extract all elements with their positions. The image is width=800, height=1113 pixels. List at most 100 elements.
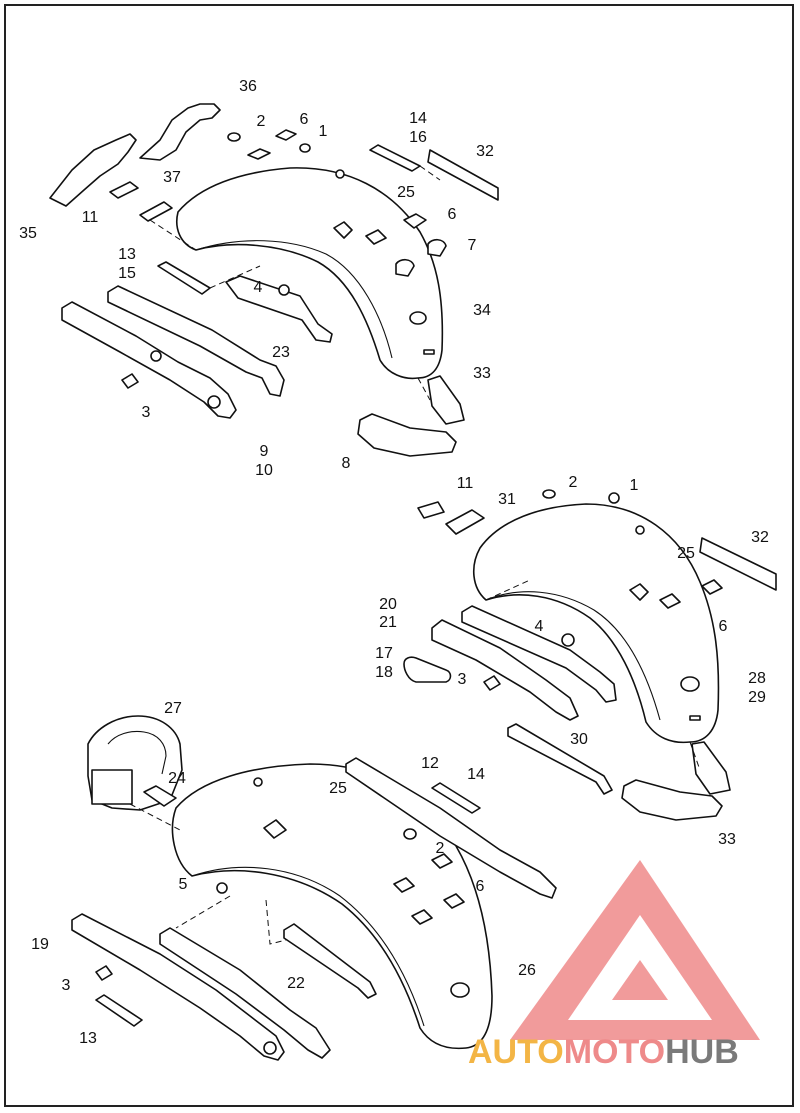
part-1-plug-b bbox=[608, 492, 620, 504]
part-14-strip-b bbox=[431, 782, 481, 814]
part-4-bracket bbox=[225, 275, 333, 343]
callout-6a: 6 bbox=[300, 111, 309, 128]
part-28-slot bbox=[689, 715, 701, 721]
top-dash-1 bbox=[149, 219, 197, 251]
part-7-pad bbox=[427, 238, 447, 257]
part-36-bracket bbox=[139, 103, 221, 161]
part-28-fender-edge bbox=[485, 591, 661, 721]
part-34-slot bbox=[423, 349, 435, 355]
part-30-strut bbox=[507, 723, 613, 795]
callout-22a: 22 bbox=[287, 975, 305, 992]
callout-25c: 25 bbox=[329, 780, 347, 797]
part-26-fender-edge bbox=[191, 866, 425, 1027]
part-28-fender bbox=[473, 503, 720, 744]
callout-25a: 25 bbox=[397, 184, 415, 201]
part-6-pad-f bbox=[659, 593, 681, 609]
part-19-strut bbox=[71, 913, 285, 1061]
callout-4a: 4 bbox=[254, 279, 263, 296]
callout-7a: 7 bbox=[468, 237, 477, 254]
bot-dash-3 bbox=[265, 899, 287, 945]
callout-2c: 2 bbox=[436, 840, 445, 857]
part-6-pad-h bbox=[393, 877, 415, 893]
part-34-fender-edge bbox=[195, 240, 393, 359]
part-4-spacer bbox=[278, 284, 290, 296]
callout-4b: 4 bbox=[535, 618, 544, 635]
part-9-strut bbox=[61, 301, 237, 419]
part-2-plug-b bbox=[542, 489, 556, 499]
part-31-pad bbox=[445, 509, 485, 535]
callout-1a: 1 bbox=[319, 123, 328, 140]
callout-6d: 6 bbox=[476, 878, 485, 895]
part-3-screw bbox=[121, 373, 139, 389]
callout-18a: 18 bbox=[375, 664, 393, 681]
part-34-fender bbox=[176, 167, 444, 380]
callout-34a: 34 bbox=[473, 302, 491, 319]
callout-3b: 3 bbox=[458, 671, 467, 688]
part-19-hole bbox=[263, 1041, 277, 1055]
part-25-nut bbox=[335, 169, 345, 179]
part-6-pad-i bbox=[443, 893, 465, 909]
callout-1b: 1 bbox=[630, 477, 639, 494]
callout-14a: 14 bbox=[409, 110, 427, 127]
part-6-pad-b bbox=[247, 148, 271, 160]
callout-17a: 17 bbox=[375, 645, 393, 662]
part-11-pad-b bbox=[417, 501, 445, 519]
callout-10a: 10 bbox=[255, 462, 273, 479]
part-20-strut bbox=[461, 605, 617, 703]
top-dash-3 bbox=[419, 165, 441, 181]
part-4-spacer-b bbox=[561, 633, 575, 647]
watermark-logo: AUTOMOTOHUB bbox=[468, 860, 760, 1071]
part-5-bolt bbox=[216, 882, 228, 894]
part-24-bracket bbox=[143, 785, 177, 807]
part-19-strut-b bbox=[159, 927, 331, 1059]
top-assembly bbox=[49, 103, 499, 457]
part-3-screw-b bbox=[483, 675, 501, 691]
part-25-nut-f bbox=[263, 819, 287, 839]
part-33-tip bbox=[427, 375, 465, 425]
part-6-pad-e bbox=[701, 579, 723, 595]
part-6-pad-j bbox=[411, 909, 433, 925]
part-25-nut-c bbox=[635, 525, 645, 535]
part-35-bracket bbox=[49, 133, 137, 207]
callout-2a: 2 bbox=[257, 113, 266, 130]
diagram-frame bbox=[4, 4, 794, 1107]
callout-13b: 13 bbox=[79, 1030, 97, 1047]
callout-27a: 27 bbox=[164, 700, 182, 717]
callout-31a: 31 bbox=[498, 491, 516, 508]
part-33-tip-c bbox=[621, 779, 723, 821]
callout-33b: 33 bbox=[718, 831, 736, 848]
callout-28a: 28 bbox=[748, 670, 766, 687]
part-9-hole bbox=[207, 395, 221, 409]
part-27-plate bbox=[91, 769, 133, 805]
callout-8a: 8 bbox=[342, 455, 351, 472]
part-28-hole bbox=[680, 676, 700, 692]
part-32-strip bbox=[427, 149, 499, 201]
bot-dash-2 bbox=[175, 895, 231, 929]
part-6-pad bbox=[275, 129, 297, 141]
callout-32b: 32 bbox=[751, 529, 769, 546]
part-3-screw-c bbox=[95, 965, 113, 981]
callout-5a: 5 bbox=[179, 876, 188, 893]
callout-9a: 9 bbox=[260, 443, 269, 460]
part-25-nut-e bbox=[253, 777, 263, 787]
part-13-strip-b bbox=[95, 994, 143, 1027]
part-34-hole bbox=[409, 311, 427, 325]
svg-text:AUTOMOTOHUB: AUTOMOTOHUB bbox=[468, 1033, 739, 1071]
top-dash-4 bbox=[417, 377, 431, 401]
part-8-tip bbox=[357, 413, 457, 457]
part-6-pad-d bbox=[365, 229, 387, 245]
callout-3c: 3 bbox=[62, 977, 71, 994]
middle-assembly bbox=[403, 489, 777, 821]
part-12-strut bbox=[345, 757, 557, 899]
part-2-plug bbox=[227, 132, 241, 142]
callout-11b: 11 bbox=[457, 475, 474, 492]
callout-33a: 33 bbox=[473, 365, 491, 382]
callout-32a: 32 bbox=[476, 143, 494, 160]
callout-36a: 36 bbox=[239, 78, 257, 95]
callout-11a: 11 bbox=[82, 209, 99, 226]
part-32-strip-b bbox=[699, 537, 777, 591]
callout-20a: 20 bbox=[379, 596, 397, 613]
part-2-plug-c bbox=[403, 828, 417, 840]
